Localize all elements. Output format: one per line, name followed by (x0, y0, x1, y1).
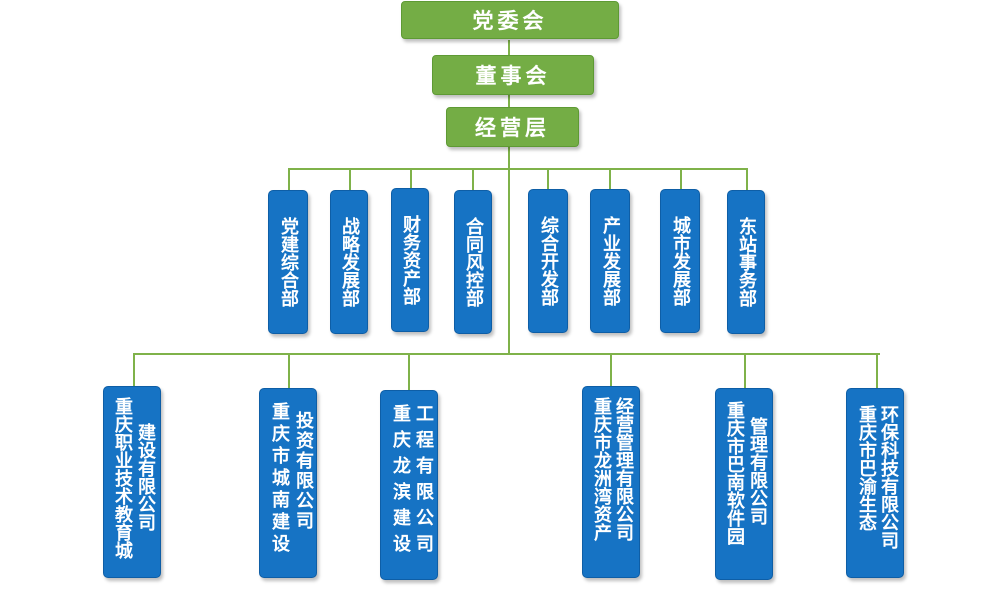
company-node: 重庆市城南建设 投资有限公司 (259, 388, 317, 578)
company-name-line2: 管理有限公司 (747, 417, 768, 525)
company-name-line2: 环保科技有限公司 (878, 405, 899, 549)
dept-node: 东站事务部 (727, 190, 765, 334)
company-name-line2: 经营管理有限公司 (613, 397, 634, 541)
connector-dept-1 (288, 168, 290, 192)
company-name-line1: 重庆市龙洲湾资产 (591, 397, 612, 541)
dept-node: 党建综合部 (268, 190, 308, 334)
connector-company-4 (610, 353, 612, 387)
node-party-committee: 党委会 (401, 1, 619, 39)
company-name-line1: 重庆市巴渝生态 (856, 405, 877, 531)
dept-label: 合同风控部 (463, 217, 484, 307)
node-board: 董事会 (432, 55, 594, 95)
connector-dept-7 (680, 168, 682, 190)
connector-company-2 (288, 353, 290, 389)
company-name-line1: 重庆龙滨建设 (390, 404, 411, 560)
dept-node: 财务资产部 (391, 188, 429, 332)
dept-node: 城市发展部 (660, 189, 700, 333)
dept-label: 财务资产部 (400, 215, 421, 305)
company-name-line1: 重庆职业技术教育城 (112, 397, 133, 559)
company-node: 重庆市巴南软件园 管理有限公司 (715, 388, 773, 580)
company-node: 重庆职业技术教育城 建设有限公司 (103, 386, 161, 578)
dept-node: 综合开发部 (528, 189, 568, 333)
node-label: 党委会 (472, 8, 548, 33)
company-name-line2: 建设有限公司 (135, 423, 156, 531)
dept-label: 东站事务部 (736, 217, 757, 307)
node-management: 经营层 (446, 107, 579, 147)
connector-dept-bus (289, 168, 747, 170)
connector-dept-8 (746, 168, 748, 192)
company-name-line2: 投资有限公司 (293, 411, 314, 531)
company-node: 重庆市巴渝生态 环保科技有限公司 (846, 388, 904, 578)
dept-node: 战略发展部 (330, 190, 368, 334)
connector-company-6 (876, 353, 878, 389)
dept-node: 产业发展部 (590, 189, 630, 333)
company-name-line2: 工程有限公司 (413, 404, 434, 560)
dept-label: 战略发展部 (339, 217, 360, 307)
company-name-line1: 重庆市城南建设 (269, 402, 290, 556)
dept-label: 综合开发部 (538, 216, 559, 306)
connector-dept-3 (410, 168, 412, 190)
company-name-line1: 重庆市巴南软件园 (724, 401, 745, 545)
connector-dept-6 (609, 168, 611, 190)
dept-label: 城市发展部 (670, 216, 691, 306)
connector-company-3 (408, 353, 410, 391)
company-node: 重庆龙滨建设 工程有限公司 (380, 390, 438, 580)
connector-company-5 (744, 353, 746, 389)
connector-dept-5 (547, 168, 549, 190)
node-label: 董事会 (475, 63, 551, 88)
dept-label: 党建综合部 (278, 217, 299, 307)
connector-dept-4 (472, 168, 474, 192)
dept-label: 产业发展部 (600, 216, 621, 306)
company-node: 重庆市龙洲湾资产 经营管理有限公司 (582, 386, 640, 578)
connector-dept-2 (349, 168, 351, 192)
connector-company-1 (133, 353, 135, 387)
dept-node: 合同风控部 (454, 190, 492, 334)
node-label: 经营层 (475, 115, 550, 140)
connector-trunk (508, 40, 510, 354)
connector-company-bus (134, 353, 880, 355)
